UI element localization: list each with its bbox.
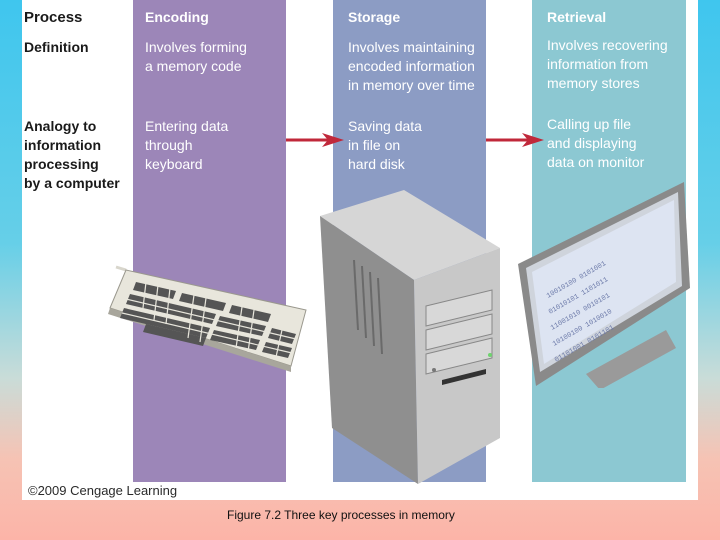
arrow-right-icon bbox=[486, 133, 544, 147]
monitor-icon: 10010100 0101001 01010101 1101011 110010… bbox=[518, 182, 690, 388]
arrow-right-icon bbox=[286, 133, 344, 147]
definition-encoding: Involves forming a memory code bbox=[145, 39, 247, 74]
column-title-encoding: Encoding bbox=[145, 9, 209, 25]
column-title-retrieval: Retrieval bbox=[547, 9, 607, 25]
analogy-retrieval: Calling up file and displaying data on m… bbox=[547, 116, 645, 170]
definition-retrieval: Involves recovering information from mem… bbox=[547, 37, 668, 91]
figure-caption: Figure 7.2 Three key processes in memory bbox=[227, 508, 455, 522]
analogy-encoding: Entering data through keyboard bbox=[145, 118, 229, 172]
figure-card: Process Definition Analogy to informatio… bbox=[22, 0, 698, 500]
keyboard-icon bbox=[108, 265, 307, 372]
computer-tower-icon bbox=[320, 190, 500, 484]
column-title-storage: Storage bbox=[348, 9, 401, 25]
copyright-text: ©2009 Cengage Learning bbox=[28, 483, 178, 498]
column-encoding: Encoding Involves forming a memory code … bbox=[133, 0, 286, 482]
row-label-process: Process bbox=[24, 9, 83, 26]
row-label-definition: Definition bbox=[24, 39, 89, 55]
row-label-analogy: Analogy to information processing by a c… bbox=[24, 118, 120, 191]
analogy-storage: Saving data in file on hard disk bbox=[348, 118, 422, 172]
definition-storage: Involves maintaining encoded information… bbox=[348, 39, 475, 93]
